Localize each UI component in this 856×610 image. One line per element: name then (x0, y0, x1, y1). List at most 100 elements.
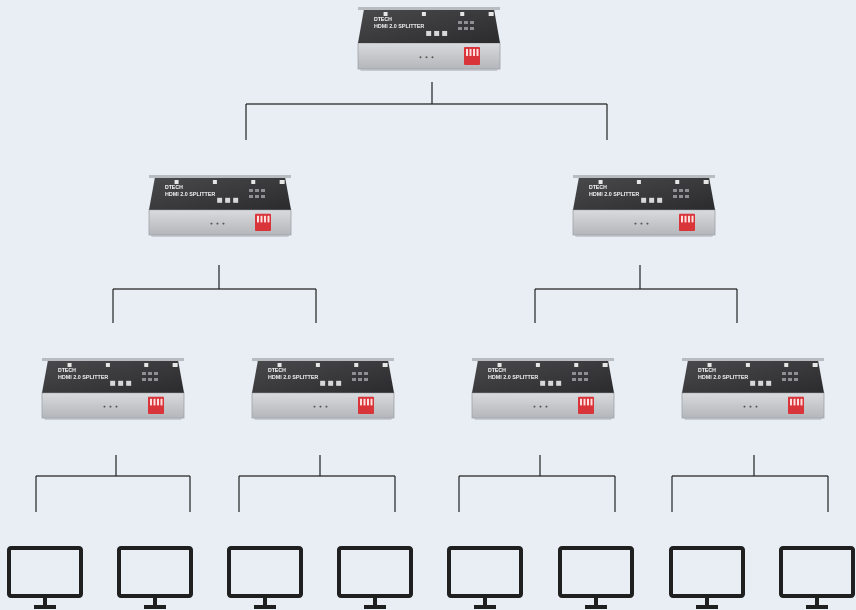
port-indicator-icon (233, 197, 239, 203)
monitor-base (144, 605, 166, 609)
status-led-icon (212, 180, 217, 184)
panel-icon (249, 195, 253, 198)
monitor-icon (779, 546, 855, 609)
panel-icon (255, 189, 259, 192)
front-led-icon (634, 222, 637, 225)
dip-toggle (587, 398, 589, 406)
panel-icon (679, 189, 683, 192)
monitor-icon (227, 546, 303, 609)
panel-icon (148, 372, 152, 375)
monitor-icon (7, 546, 83, 609)
splitter-model: HDMI 2.0 SPLITTER (165, 192, 215, 198)
device-top-panel (682, 360, 824, 393)
dip-toggle (363, 398, 366, 406)
monitor-neck (815, 598, 819, 606)
monitor-base (585, 605, 607, 609)
monitor-icon (447, 546, 523, 609)
panel-icon (358, 378, 362, 381)
front-led-icon (425, 56, 428, 59)
monitor-screen (227, 546, 303, 598)
dip-toggle (473, 48, 475, 56)
status-led-icon (602, 363, 608, 367)
splitter-model: HDMI 2.0 SPLITTER (374, 24, 424, 30)
status-led-icon (279, 180, 285, 184)
status-led-icon (144, 363, 149, 367)
dip-toggle (797, 398, 799, 406)
panel-icon (782, 378, 786, 381)
panel-icon (458, 21, 462, 24)
panel-icon (458, 27, 462, 30)
panel-icon (470, 21, 474, 24)
dip-toggle (257, 215, 259, 223)
port-indicator-icon (657, 197, 663, 203)
device-top-panel (252, 360, 394, 393)
monitor-screen (7, 546, 83, 598)
monitor-neck (373, 598, 377, 606)
port-indicator-icon (758, 380, 764, 386)
device-top-panel (42, 360, 184, 393)
dip-toggle (681, 215, 683, 223)
dip-toggle (260, 215, 263, 223)
status-led-icon (636, 180, 641, 184)
front-led-icon (533, 405, 536, 408)
front-led-icon (103, 405, 106, 408)
front-led-icon (431, 56, 434, 59)
status-led-icon (535, 363, 540, 367)
device-top-edge (149, 175, 291, 178)
device-top-panel (573, 177, 715, 210)
panel-icon (572, 378, 576, 381)
panel-icon (788, 378, 792, 381)
branch-connector (245, 82, 608, 140)
device-top-panel (472, 360, 614, 393)
panel-icon (261, 195, 265, 198)
panel-icon (679, 195, 683, 198)
panel-icon (148, 378, 152, 381)
status-led-icon (703, 180, 709, 184)
panel-icon (249, 189, 253, 192)
splitter-model: HDMI 2.0 SPLITTER (58, 375, 108, 381)
dip-toggle (150, 398, 152, 406)
dip-toggle (583, 398, 586, 406)
display-monitors (7, 546, 855, 609)
device-top-panel (149, 177, 291, 210)
monitor-neck (153, 598, 157, 606)
panel-icon (584, 372, 588, 375)
monitor-screen (779, 546, 855, 598)
dip-toggle (580, 398, 582, 406)
front-led-icon (743, 405, 746, 408)
connector-lines (35, 82, 829, 512)
dip-toggle (800, 398, 803, 406)
branch-connector (534, 265, 738, 323)
dip-toggle (153, 398, 156, 406)
panel-icon (578, 372, 582, 375)
splitter-model: HDMI 2.0 SPLITTER (698, 375, 748, 381)
monitor-base (364, 605, 386, 609)
panel-icon (261, 189, 265, 192)
port-indicator-icon (110, 380, 116, 386)
front-led-icon (545, 405, 548, 408)
monitor-base (806, 605, 828, 609)
status-led-icon (812, 363, 818, 367)
splitter-brand: DTECH (589, 185, 607, 191)
panel-icon (685, 195, 689, 198)
dip-toggle (469, 48, 472, 56)
panel-icon (364, 372, 368, 375)
panel-icon (364, 378, 368, 381)
device-top-edge (358, 7, 500, 10)
splitter-brand: DTECH (488, 368, 506, 374)
dip-toggle (691, 215, 694, 223)
splitter-brand: DTECH (165, 185, 183, 191)
dip-toggle (370, 398, 373, 406)
port-indicator-icon (426, 30, 432, 36)
panel-icon (788, 372, 792, 375)
dip-toggle (790, 398, 792, 406)
front-led-icon (646, 222, 649, 225)
panel-icon (255, 195, 259, 198)
panel-icon (154, 378, 158, 381)
device-top-edge (42, 358, 184, 361)
dip-toggle (360, 398, 362, 406)
